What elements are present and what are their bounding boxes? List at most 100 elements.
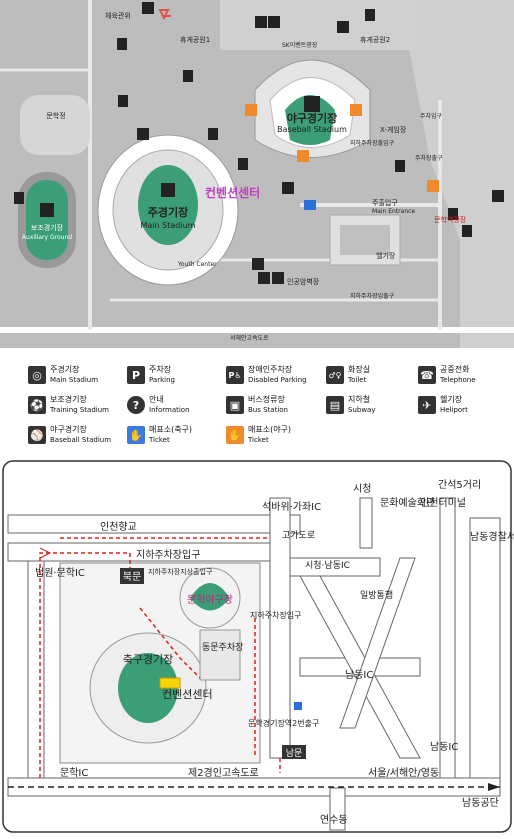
legend-label: 지하철 — [348, 395, 371, 404]
legend-label: 보조경기장 — [50, 395, 87, 404]
aux-ground-en-label: Auxiliary Ground — [22, 234, 72, 241]
venue-map: 체육관위 휴게공원1 휴게공원2 SK이벤트광장 야구경기장 Baseball … — [0, 0, 514, 348]
main-entrance-label: 주출입구 — [372, 198, 398, 207]
ganseok-label: 간석5거리 — [438, 479, 481, 491]
legend-label-en: Training Stadium — [50, 406, 109, 414]
legend-label: 버스정류장 — [248, 395, 285, 404]
convention-center-marker — [159, 677, 181, 689]
sk-plaza-label: SK이벤트광장 — [282, 41, 318, 49]
rest2-label: 휴게공원2 — [360, 35, 390, 44]
ticket-baseball-marker-2 — [350, 104, 362, 116]
south-gate-box — [282, 745, 306, 759]
legend-label: 매표소(축구) — [149, 425, 193, 434]
munhak-ic-label: 문학IC — [60, 767, 88, 779]
convention-center-label: 컨벤션센터 — [205, 185, 260, 200]
rest1-label: 휴게공원1 — [180, 35, 210, 44]
underground-parking-entrance2-label: 지하주차장입구 — [250, 610, 302, 620]
legend-label: 안내 — [149, 395, 164, 404]
legend-label-en: Parking — [149, 376, 175, 384]
gym-label: 체육관위 — [105, 11, 131, 20]
legend-label-en: Bus Station — [248, 406, 288, 414]
ticket-baseball-icon: ✋ — [226, 426, 244, 444]
namdong-police-label: 남동경찰서 — [470, 530, 514, 543]
south-gate-label: 남문 — [286, 748, 303, 759]
munhak-pavilion-area — [20, 95, 90, 155]
expressway2-label: 제2경인고속도로 — [188, 766, 259, 779]
aux-ground-label: 보조경기장 — [31, 223, 64, 232]
parking-entrance-label: 주차장출구 — [415, 154, 443, 162]
auxiliary-ground — [18, 172, 76, 268]
youth-center-label: Youth Center — [177, 261, 217, 268]
ticket-baseball-marker — [245, 104, 257, 116]
legend-item-bus-station: ▣ 버스정류장 Bus Station — [226, 394, 288, 416]
underground-parking-label: 지하주차장출입구 — [350, 139, 395, 147]
main-stadium — [97, 134, 239, 286]
baseball-stadium — [254, 59, 371, 158]
courthouse-ic-label: 법원·문학IC — [35, 567, 85, 579]
seoul-seohaean-label: 서울/서해안/영동 — [368, 766, 439, 779]
x-game-label: X-게임장 — [380, 125, 407, 134]
entrance-exit-label: 주차입구 — [420, 112, 443, 120]
incheon-hyanggyo-label: 인천향교 — [100, 521, 137, 533]
baseball-stadium-icon: ⚾ — [28, 426, 46, 444]
ticket-soccer-icon: ✋ — [127, 426, 145, 444]
underground-exit-label: 지하주차장입출구 — [350, 292, 395, 300]
right-grass-area — [400, 0, 514, 348]
heliport-icon: ✈ — [418, 396, 436, 414]
venue-map-svg: 체육관위 휴게공원1 휴게공원2 SK이벤트광장 야구경기장 Baseball … — [0, 0, 514, 348]
ticket-baseball-marker-3 — [297, 150, 309, 162]
legend-label-en: Subway — [348, 406, 376, 414]
route-map-svg: 시청 석바위·가좌IC 문화예술회관 인천터미널 간석5거리 남동경찰서 인천향… — [2, 460, 514, 833]
seokbawi-label: 석바위·가좌IC — [262, 500, 321, 513]
highway-road-label: 고가도로 — [282, 530, 315, 541]
legend-label: 헬기장 — [440, 395, 463, 404]
munhak-baseball-label: 문학야구장 — [187, 594, 233, 606]
legend-label: 주경기장 — [50, 365, 80, 374]
legend-label-en: Ticket — [248, 436, 269, 444]
legend-label-en: Disabled Parking — [248, 376, 307, 384]
munhak-station-exit-label: 문학경기장역2번출구 — [248, 718, 319, 728]
namdong-ic-label: 남동IC — [345, 669, 373, 681]
legend-label: 매표소(야구) — [248, 425, 292, 434]
route-map: 시청 석바위·가좌IC 문화예술회관 인천터미널 간석5거리 남동경찰서 인천향… — [0, 458, 514, 835]
munhak-station-label: 문학역광장 — [434, 215, 467, 224]
legend-label: 화장실 — [348, 365, 371, 374]
expressway-label: 서해안고속도로 — [230, 334, 269, 342]
yeonsu-label: 연수동 — [320, 814, 348, 826]
telephone-icon: ☎ — [418, 366, 436, 384]
heliport-label: 헬기장 — [376, 251, 396, 260]
one-way-label: 일방통행 — [360, 589, 393, 601]
subway-icon: ▤ — [326, 396, 344, 414]
subway-exit-marker — [294, 702, 302, 710]
legend-label-en: Ticket — [149, 436, 170, 444]
main-stadium-label: 주경기장 — [148, 205, 188, 219]
baseball-stadium-en-label: Baseball Stadium — [277, 125, 347, 134]
legend-label: 야구경기장 — [50, 425, 87, 434]
legend-label-en: Heliport — [440, 406, 468, 414]
namdong-industrial-label: 남동공단 — [462, 797, 499, 809]
incheon-terminal-label: 인천터미널 — [420, 497, 466, 509]
ticket-marker-4 — [427, 180, 439, 192]
bus-station-icon: ▣ — [226, 396, 244, 414]
baseball-stadium-label: 야구경기장 — [287, 111, 338, 125]
main-stadium-icon: ◎ — [28, 366, 46, 384]
main-stadium-en-label: Main Stadium — [141, 221, 196, 230]
legend-item-ticket-baseball: ✋ 매표소(야구) Ticket — [226, 424, 291, 446]
north-gate-label: 북문 — [123, 571, 141, 583]
x-game-area — [329, 214, 401, 266]
legend-item-subway: ▤ 지하철 Subway — [326, 394, 375, 416]
legend-label: 장애인주차장 — [248, 365, 293, 374]
cityhall-namdong-ic-label: 시청·남동IC — [305, 560, 350, 571]
north-gate-box — [120, 568, 144, 584]
munhak-pavilion-label: 문학정 — [46, 111, 65, 120]
legend-label: 주차장 — [149, 365, 172, 374]
convention-center-route-label: 컨벤션센터 — [162, 688, 213, 701]
